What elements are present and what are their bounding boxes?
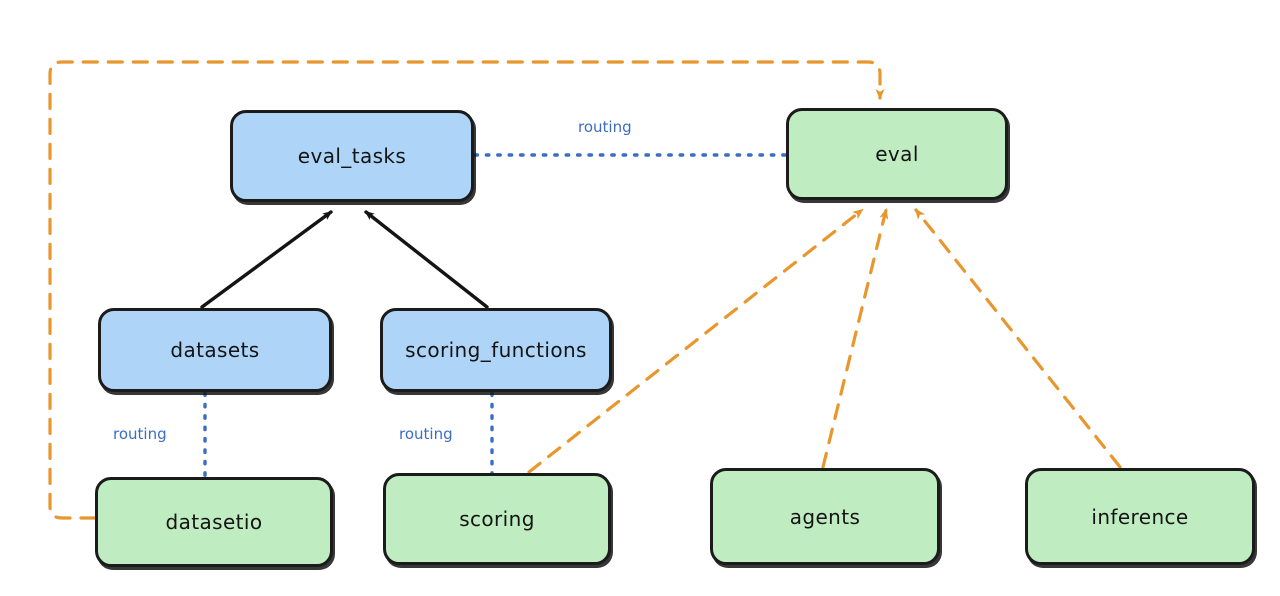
node-agents[interactable]: agents [710,468,940,565]
node-datasetio[interactable]: datasetio [95,477,333,567]
node-label: eval_tasks [297,144,407,168]
node-label: agents [789,504,861,529]
node-label: inference [1091,504,1189,529]
node-label: scoring_functions [405,338,587,362]
node-eval-tasks[interactable]: eval_tasks [230,110,474,202]
node-label: eval [875,142,919,166]
edge-inference-eval [914,208,1122,469]
node-label: datasets [170,338,260,362]
node-label: datasetio [165,510,263,534]
edge-datasets-eval_tasks [200,210,333,309]
edge-label-routing-datasets-datasetio: routing [113,425,167,443]
node-label: scoring [459,507,535,531]
edge-label-routing-scoring-functions-scoring: routing [399,425,453,443]
node-scoring-functions[interactable]: scoring_functions [380,308,612,392]
node-datasets[interactable]: datasets [98,308,332,392]
node-inference[interactable]: inference [1025,468,1255,565]
edge-scoring_functions-eval_tasks [364,210,489,309]
edge-label-routing-eval-tasks-eval: routing [578,118,632,136]
node-eval[interactable]: eval [786,108,1008,200]
edge-agents-eval [821,208,889,469]
node-scoring[interactable]: scoring [383,473,611,565]
